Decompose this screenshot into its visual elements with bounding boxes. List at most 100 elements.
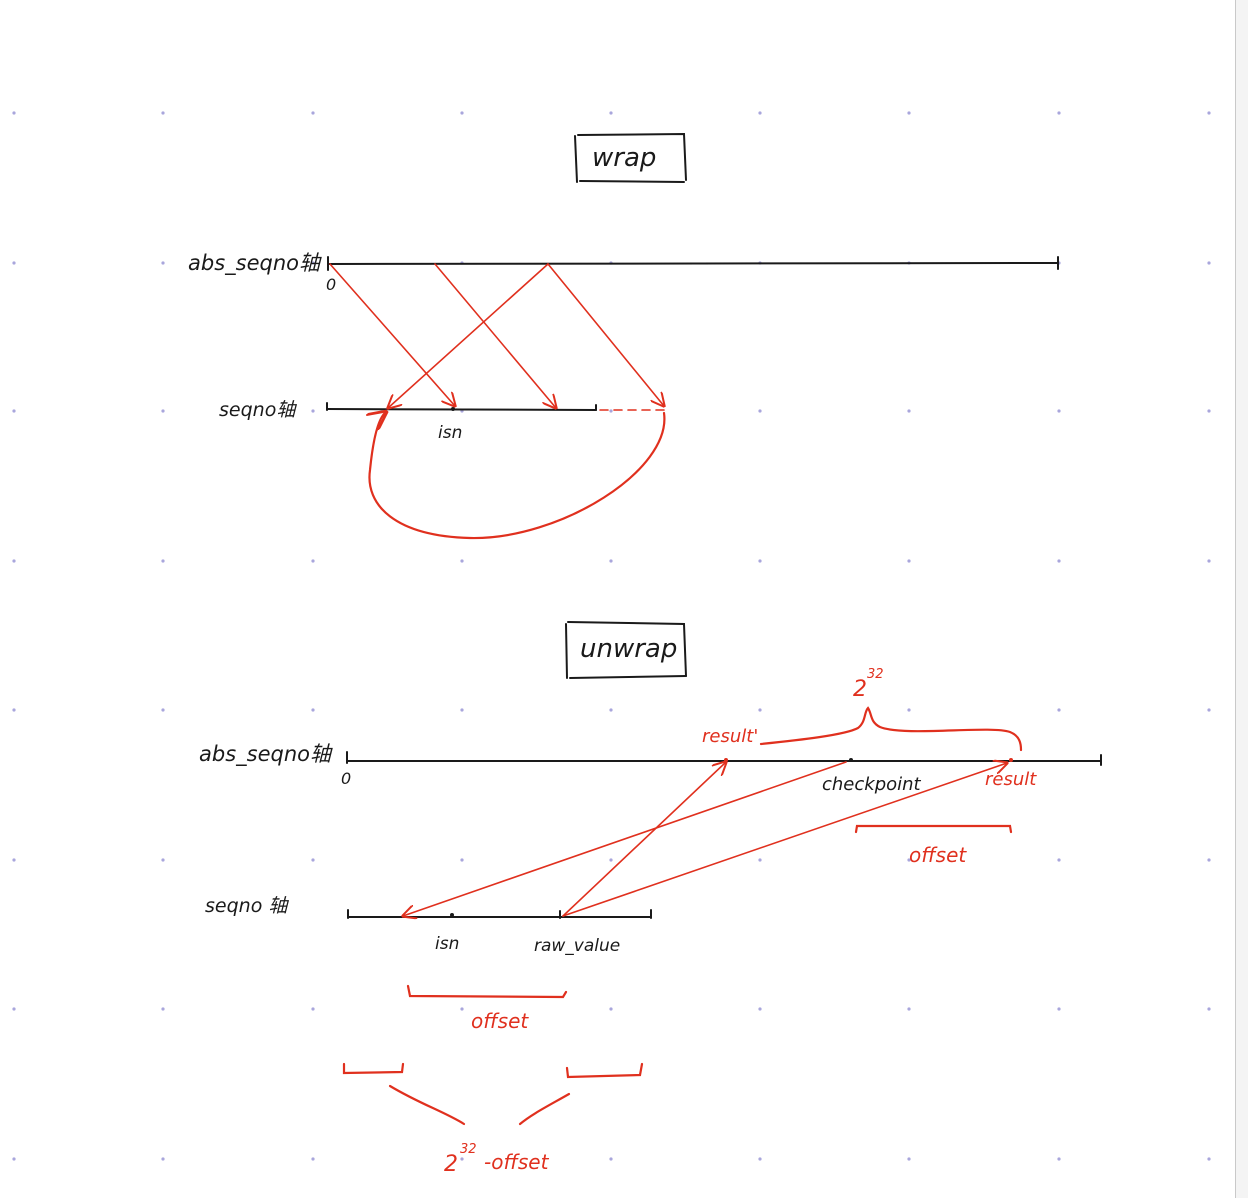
grid-dot [460, 111, 464, 115]
grid-dot [1057, 1007, 1061, 1011]
wrap-title: wrap [592, 143, 656, 173]
grid-dot [758, 409, 762, 413]
grid-dot [12, 1157, 16, 1161]
grid-dot [907, 1157, 911, 1161]
unwrap-checkpoint-tick [849, 758, 853, 762]
wrap-title-box: wrap [574, 132, 687, 183]
grid-dot [12, 559, 16, 563]
unwrap-result-tick [1009, 758, 1013, 762]
unwrap-offset-bottom-label: offset [471, 1009, 529, 1033]
unwrap-offset-top-label: offset [909, 843, 967, 867]
wrap-arrow-to-seqno-mid [434, 263, 556, 408]
unwrap-arrow-raw-to-result [562, 763, 1007, 917]
grid-dot [1207, 409, 1211, 413]
unwrap-remainder-bracket-left [342, 1062, 405, 1075]
grid-dot [460, 1007, 464, 1011]
unwrap-result-label: result [985, 769, 1037, 790]
wrap-seqno-axis-label: seqno轴 [219, 399, 297, 421]
grid-dot [609, 1157, 613, 1161]
grid-dot [907, 559, 911, 563]
grid-dot [311, 409, 315, 413]
wrap-arrow-zero-to-isn [329, 263, 455, 406]
unwrap-remainder-connector-right [518, 1092, 571, 1126]
grid-dot [311, 1157, 315, 1161]
page-right-edge [1235, 0, 1248, 1198]
grid-dot [1057, 111, 1061, 115]
grid-dot [609, 708, 613, 712]
wrap-abs-axis [327, 262, 1059, 265]
grid-dot [758, 111, 762, 115]
unwrap-remainder-exp: 32 [460, 1142, 477, 1157]
unwrap-section: unwrap abs_seqno轴 0 checkpoint result re… [199, 621, 1102, 1177]
wrap-isn-tick [451, 407, 455, 411]
wrap-arrow-to-seqno-start [388, 263, 549, 408]
wrap-abs-axis-label: abs_seqno轴 [188, 251, 322, 276]
grid-dot [907, 111, 911, 115]
unwrap-remainder-two: 2 [444, 1152, 458, 1177]
wrap-around-loop [369, 412, 666, 540]
unwrap-two-pow-32-brace [759, 706, 1023, 752]
grid-dot [1057, 559, 1061, 563]
unwrap-remainder-connector-left [388, 1084, 466, 1126]
unwrap-offset-bracket-right [854, 824, 1013, 834]
grid-dot [12, 858, 16, 862]
grid-dot [609, 858, 613, 862]
unwrap-title-box: unwrap [565, 621, 687, 679]
grid-dot [1057, 708, 1061, 712]
unwrap-seqno-axis-label: seqno 轴 [205, 895, 289, 917]
grid-dot [1207, 1007, 1211, 1011]
grid-dot [161, 708, 165, 712]
grid-dot [907, 858, 911, 862]
grid-dot [1207, 858, 1211, 862]
grid-dot [758, 1007, 762, 1011]
unwrap-arrow-raw-to-result-prime [562, 762, 726, 917]
grid-dot [460, 858, 464, 862]
grid-dot [609, 409, 613, 413]
grid-dot [161, 261, 165, 265]
grid-dot [311, 559, 315, 563]
grid-dot [12, 111, 16, 115]
grid-dot [12, 261, 16, 265]
grid-dot [758, 708, 762, 712]
wrap-abs-origin: 0 [326, 275, 336, 294]
grid-dot [460, 708, 464, 712]
unwrap-isn-tick [450, 913, 454, 917]
grid-dot [609, 111, 613, 115]
grid-dot [1207, 559, 1211, 563]
unwrap-isn-label: isn [435, 934, 459, 954]
grid-dot [1207, 1157, 1211, 1161]
unwrap-abs-origin: 0 [341, 769, 351, 788]
grid-dot [907, 409, 911, 413]
grid-dot [460, 559, 464, 563]
grid-dot [12, 708, 16, 712]
grid-dot [311, 111, 315, 115]
grid-dot [12, 409, 16, 413]
grid-dot [609, 559, 613, 563]
grid-dot [1057, 1157, 1061, 1161]
grid-dot [161, 858, 165, 862]
unwrap-remainder-suffix: -offset [484, 1150, 550, 1174]
grid-dot [311, 261, 315, 265]
unwrap-abs-axis-label: abs_seqno轴 [199, 742, 333, 767]
grid-dot [311, 1007, 315, 1011]
grid-dot [758, 559, 762, 563]
grid-dot [1207, 261, 1211, 265]
unwrap-remainder-bracket-right [565, 1062, 644, 1079]
grid-dot [311, 858, 315, 862]
grid-dot [1207, 111, 1211, 115]
unwrap-brace-exp: 32 [867, 667, 884, 682]
unwrap-checkpoint-label: checkpoint [822, 774, 922, 795]
grid-dot [758, 858, 762, 862]
grid-dot [1207, 708, 1211, 712]
grid-dot [758, 1157, 762, 1161]
wrap-arrow-to-overflow [547, 263, 664, 406]
grid-dot [1057, 409, 1061, 413]
unwrap-arrow-checkpoint-to-seqno [403, 761, 847, 916]
grid-dot [460, 1157, 464, 1161]
grid-dot [161, 111, 165, 115]
unwrap-result-prime-label: result' [702, 726, 758, 747]
wrap-section: wrap abs_seqno轴 0 seqno轴 isn [188, 132, 1059, 540]
unwrap-brace-two: 2 [853, 677, 867, 702]
grid-dot [907, 1007, 911, 1011]
